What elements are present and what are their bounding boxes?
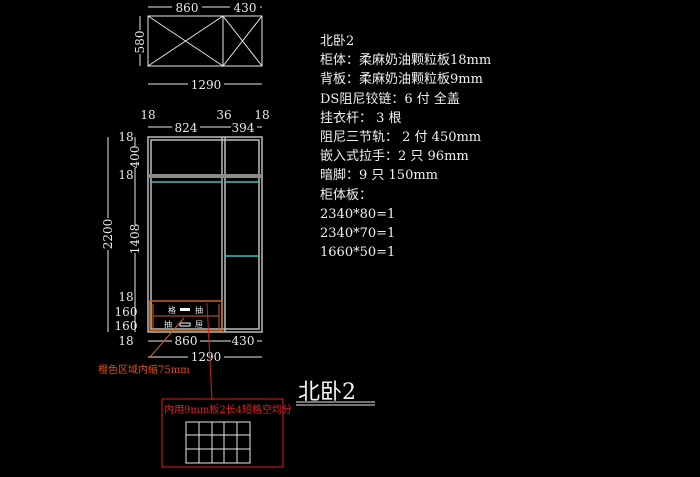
top-dim: 18	[140, 108, 155, 122]
orange-leader	[149, 317, 185, 358]
top-dim: 824	[175, 121, 198, 135]
drawer-label: 抽	[164, 319, 172, 329]
left-dim: 160	[115, 319, 138, 333]
spec-line: 1660*50=1	[320, 245, 396, 261]
left-dim: 18	[118, 290, 133, 304]
plan-dim-left: 860	[176, 1, 199, 15]
height-dim: 2200	[101, 219, 115, 250]
grid-detail	[185, 421, 251, 464]
spec-line: 背板：柔麻奶油颗粒板9mm	[320, 72, 483, 88]
plan-dim-right: 430	[234, 1, 257, 15]
orange-note: 橙色区域内缩75mm	[98, 365, 190, 376]
top-dim: 394	[232, 121, 255, 135]
spec-line: 暗脚：9 只 150mm	[320, 168, 439, 184]
left-dim: 18	[118, 334, 133, 348]
red-note-box	[161, 398, 284, 468]
drawer-label: 抽	[195, 305, 203, 315]
spec-line: 阻尼三节轨： 2 付 450mm	[320, 130, 482, 146]
bottom-dim: 1290	[191, 350, 222, 364]
left-dim: 18	[118, 168, 133, 182]
plan-view: 860 430 580 1290	[133, 0, 263, 92]
drawer-label: 格	[168, 305, 176, 315]
spec-line: 2340*80=1	[320, 206, 396, 222]
left-dim: 1408	[128, 224, 142, 255]
left-dim: 160	[115, 305, 138, 319]
red-note: 内用9mm板2长4短格空均分	[164, 405, 293, 416]
spec-line: 嵌入式拉手：2 只 96mm	[320, 149, 469, 165]
spec-line: DS阻尼铰链：6 付 全盖	[320, 91, 460, 107]
elevation-view: 格 抽 抽 屉 18 824 36 394 18 18 400 18 1408 …	[101, 108, 270, 364]
bottom-dim: 860	[175, 334, 198, 348]
drawer-label: 屉	[195, 320, 203, 329]
plan-dim-total: 1290	[191, 78, 222, 92]
bottom-dim: 430	[232, 334, 255, 348]
left-dim: 400	[128, 146, 142, 169]
drawer-block: 格 抽 抽 屉	[149, 300, 223, 332]
spec-line: 北卧2	[320, 34, 355, 49]
left-dim: 18	[118, 130, 133, 144]
red-leader	[206, 302, 213, 401]
spec-line: 柜体板：	[320, 187, 373, 203]
spec-list: 北卧2 柜体：柔麻奶油颗粒板18mm 背板：柔麻奶油颗粒板9mm DS阻尼铰链：…	[320, 32, 491, 262]
spec-line: 柜体：柔麻奶油颗粒板18mm	[320, 53, 492, 69]
spec-line: 挂衣杆： 3 根	[320, 110, 402, 126]
top-dim: 36	[216, 108, 231, 122]
plan-dim-depth: 580	[133, 31, 147, 54]
top-dim: 18	[254, 108, 269, 122]
drawing-title: 北卧2	[298, 380, 356, 405]
spec-line: 2340*70=1	[320, 226, 396, 242]
